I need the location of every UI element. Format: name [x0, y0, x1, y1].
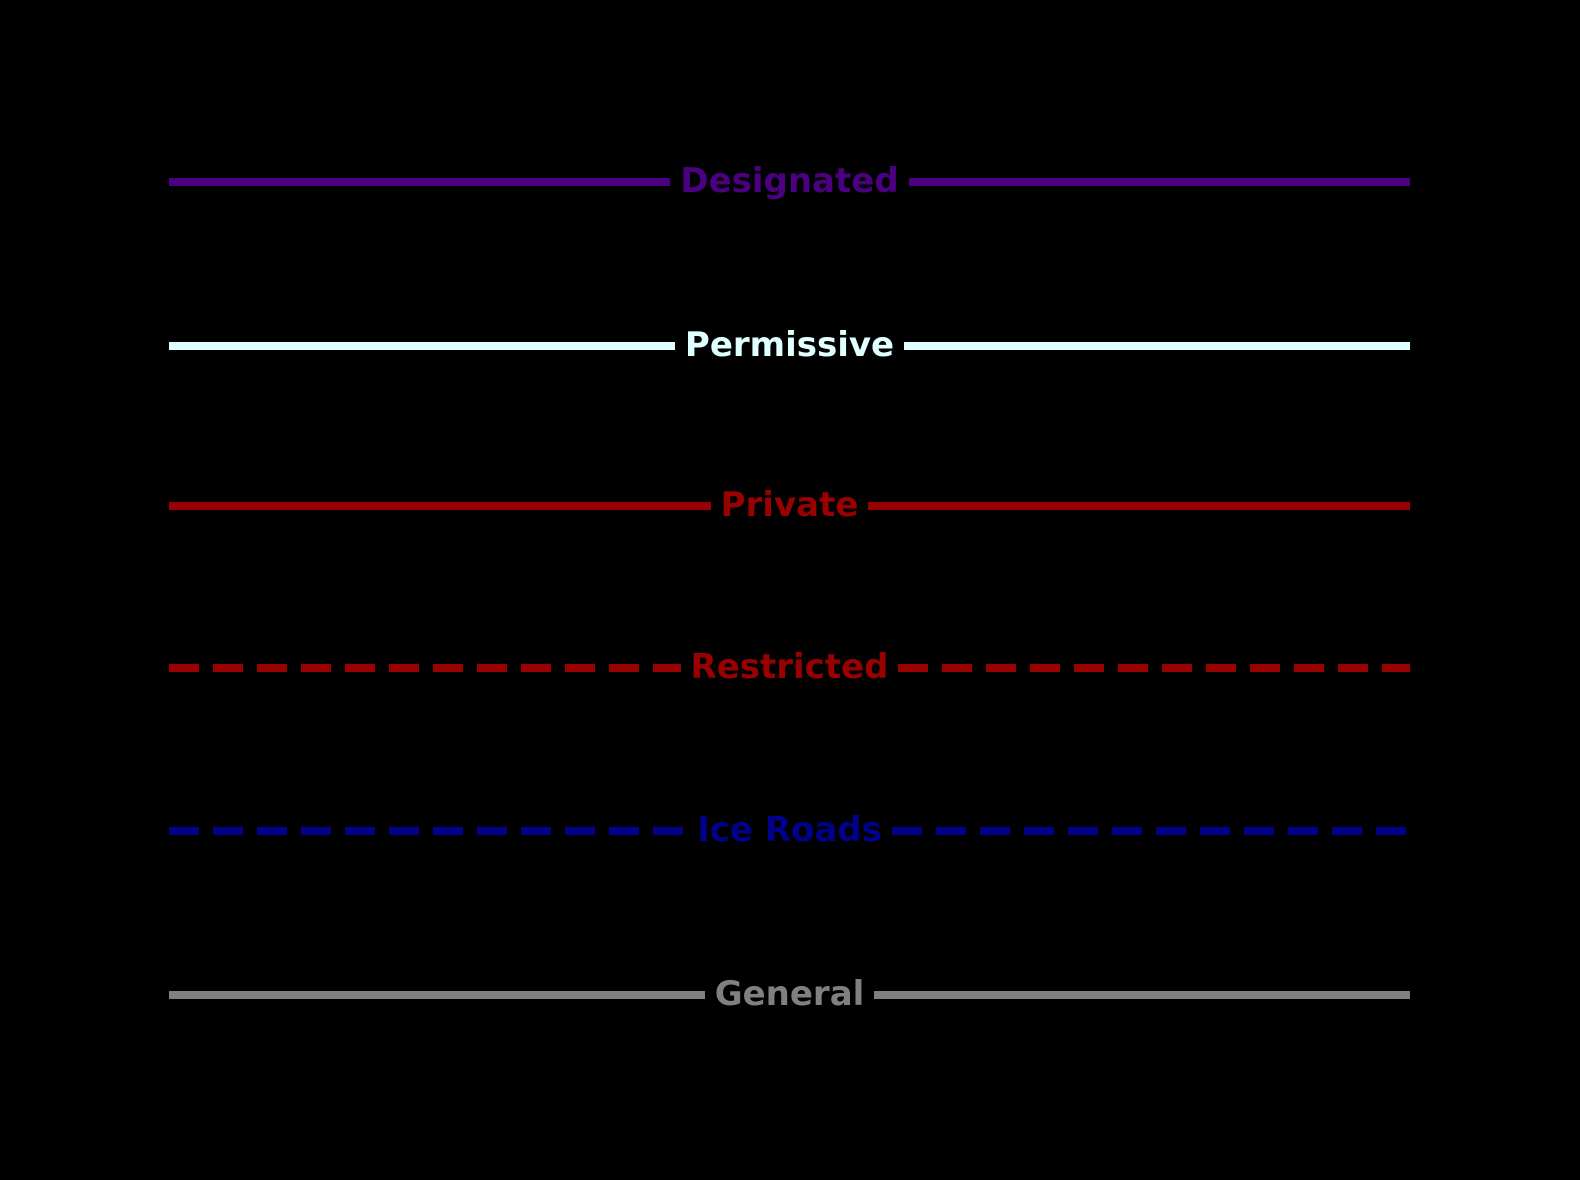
legend-row-permissive: Permissive — [169, 320, 1410, 372]
permissive-line-sample-left — [169, 342, 675, 350]
legend-label-restricted: Restricted — [690, 647, 889, 687]
ice-roads-line-sample-left — [169, 827, 688, 835]
legend-row-designated: Designated — [169, 156, 1410, 208]
legend-label-ice-roads: Ice Roads — [697, 810, 882, 850]
legend-row-general: General — [169, 969, 1411, 1021]
legend-row-private: Private — [169, 480, 1411, 532]
permissive-line-sample-right — [904, 342, 1410, 350]
legend-label-general: General — [714, 974, 865, 1014]
legend-label-private: Private — [720, 485, 859, 525]
designated-line-sample-right — [908, 178, 1410, 186]
map-line-legend: Designated Permissive Private Restricted… — [169, 0, 1411, 1180]
legend-row-ice-roads: Ice Roads — [169, 805, 1411, 857]
general-line-sample-left — [169, 991, 705, 999]
designated-line-sample-left — [169, 178, 671, 186]
private-line-sample-left — [169, 502, 711, 510]
ice-roads-line-sample-right — [891, 827, 1411, 835]
legend-label-permissive: Permissive — [684, 325, 895, 365]
restricted-line-sample-left — [169, 664, 681, 672]
legend-row-restricted: Restricted — [169, 642, 1410, 694]
legend-label-designated: Designated — [680, 161, 899, 201]
private-line-sample-right — [868, 502, 1411, 510]
restricted-line-sample-right — [898, 664, 1410, 672]
general-line-sample-right — [874, 991, 1411, 999]
